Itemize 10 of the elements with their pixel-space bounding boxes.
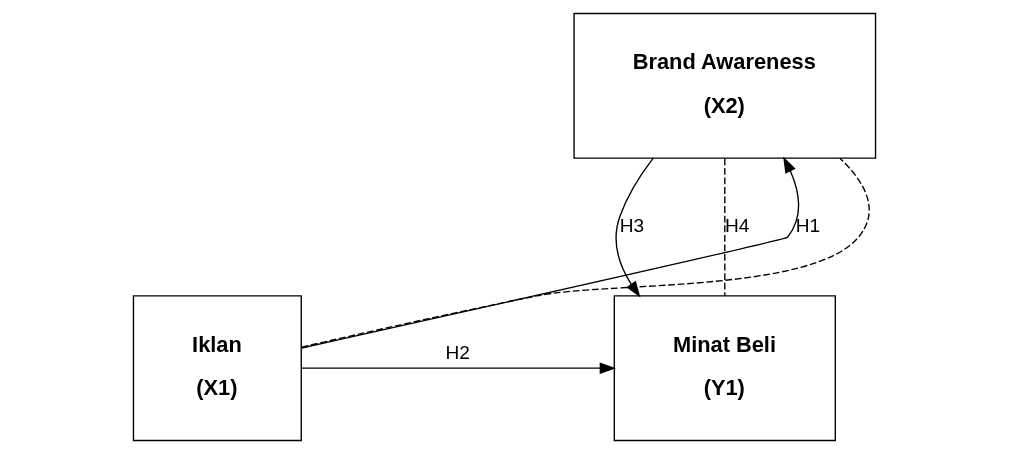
edge-label: H1: [795, 215, 821, 237]
arrow: [301, 362, 617, 374]
edge-label: H2: [445, 341, 470, 363]
connector: [724, 157, 726, 297]
arrow: [615, 157, 654, 298]
edge-label: H3: [619, 215, 645, 237]
node-box: Minat Beli (Y1): [613, 295, 836, 442]
node-box: Brand Awareness (X2): [573, 12, 877, 159]
edge-label: H4: [724, 215, 750, 237]
node-box: Iklan (X1): [132, 295, 302, 442]
